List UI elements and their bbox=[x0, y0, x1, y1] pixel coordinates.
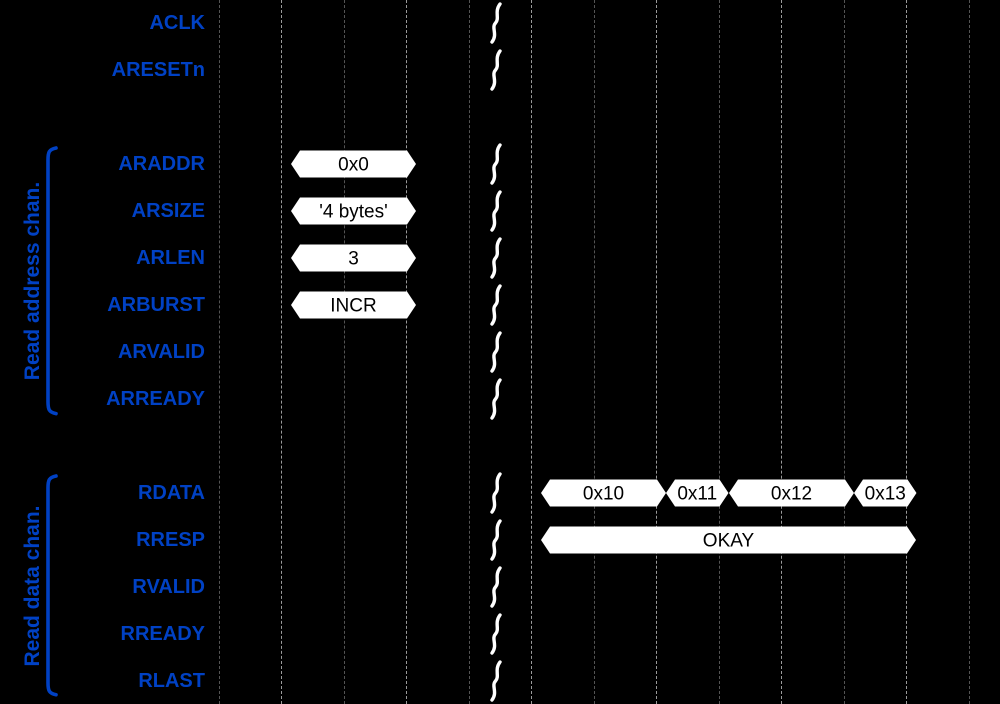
group-label: Read data chan. bbox=[21, 505, 44, 667]
signal-label: RVALID bbox=[132, 575, 205, 598]
bus-segment: 0x10 bbox=[541, 479, 666, 507]
gridline bbox=[531, 0, 532, 704]
signal-label: RDATA bbox=[137, 481, 205, 504]
gridline bbox=[281, 0, 282, 704]
bus-segment: 0x13 bbox=[853, 479, 916, 507]
gap-squiggle-icon bbox=[490, 49, 502, 92]
bus-segment: INCR bbox=[291, 291, 416, 319]
gap-squiggle-icon bbox=[490, 190, 502, 232]
gap-squiggle-icon bbox=[490, 2, 502, 45]
bus-value-label: 0x11 bbox=[677, 483, 717, 504]
group-label: Read address chan. bbox=[21, 181, 44, 380]
signal-label: ARVALID bbox=[117, 341, 205, 363]
signal-label: ARADDR bbox=[118, 153, 205, 176]
bus-segment: '4 bytes' bbox=[291, 197, 416, 225]
bus-segment: 3 bbox=[291, 244, 416, 272]
signal-label: ARBURST bbox=[107, 294, 205, 317]
signal-label: RLAST bbox=[138, 669, 205, 692]
gap-squiggle-icon bbox=[490, 237, 502, 279]
gap-squiggle-icon bbox=[490, 612, 502, 655]
bus-segment: OKAY bbox=[541, 526, 916, 554]
bus-value-label: 0x10 bbox=[583, 483, 624, 504]
bus-segment: 0x0 bbox=[291, 150, 416, 178]
gridline bbox=[843, 0, 845, 704]
gridline bbox=[343, 0, 345, 704]
gap-squiggle-icon bbox=[490, 519, 502, 561]
signal-label: ARSIZE bbox=[131, 200, 205, 223]
signal-label: RREADY bbox=[120, 622, 205, 645]
gridline bbox=[906, 0, 907, 704]
bus-value-label: INCR bbox=[330, 296, 376, 317]
bus-value-label: 3 bbox=[348, 249, 359, 270]
bus-segment: 0x11 bbox=[666, 479, 729, 507]
bus-value-label: OKAY bbox=[703, 530, 755, 551]
gap-squiggle-icon bbox=[490, 331, 502, 373]
gap-squiggle-icon bbox=[490, 659, 502, 702]
gridline bbox=[406, 0, 407, 704]
gridline bbox=[781, 0, 782, 704]
gap-squiggle-icon bbox=[490, 378, 502, 420]
signal-label: ACLK bbox=[149, 12, 205, 35]
gap-squiggle-icon bbox=[490, 143, 502, 185]
bus-segment: 0x12 bbox=[728, 479, 854, 507]
gridline bbox=[718, 0, 720, 704]
signal-label: ARREADY bbox=[106, 387, 205, 410]
gridline bbox=[593, 0, 595, 704]
bus-value-label: 0x12 bbox=[770, 483, 811, 504]
gridline bbox=[656, 0, 657, 704]
signal-label: RRESP bbox=[136, 528, 205, 551]
bus-value-label: '4 bytes' bbox=[319, 202, 388, 223]
bus-value-label: 0x13 bbox=[864, 483, 905, 504]
signal-label: ARESETn bbox=[111, 59, 205, 82]
bus-value-label: 0x0 bbox=[338, 155, 369, 176]
gridline bbox=[968, 0, 970, 704]
gap-squiggle-icon bbox=[490, 565, 502, 608]
gridline bbox=[218, 0, 220, 704]
group-bracket bbox=[46, 474, 58, 697]
group-bracket bbox=[46, 145, 58, 416]
gap-squiggle-icon bbox=[490, 472, 502, 514]
gridline bbox=[468, 0, 470, 704]
signal-label: ARLEN bbox=[136, 247, 205, 270]
gap-squiggle-icon bbox=[490, 284, 502, 326]
